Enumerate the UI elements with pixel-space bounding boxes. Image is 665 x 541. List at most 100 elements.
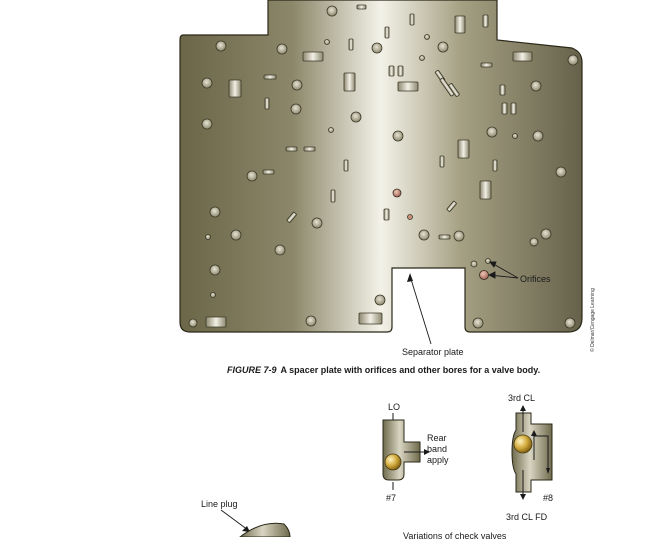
slot	[383, 208, 390, 221]
slot	[388, 65, 395, 77]
slot	[228, 79, 242, 98]
slot	[330, 189, 336, 203]
valve-8-label: #8	[543, 493, 554, 503]
bore	[532, 130, 544, 142]
separator-plate-leader	[407, 273, 432, 345]
bore	[209, 264, 221, 276]
plate-slots	[205, 4, 533, 328]
bore	[555, 166, 567, 178]
check-valve-lo	[382, 413, 430, 490]
slot	[446, 200, 457, 212]
slot	[492, 159, 498, 172]
slot	[397, 65, 404, 77]
bore	[564, 317, 576, 329]
slot	[409, 13, 415, 26]
bore	[567, 54, 579, 66]
valve-side-line: band	[427, 444, 448, 454]
slot	[397, 81, 419, 92]
slot	[499, 84, 506, 96]
slot	[303, 146, 316, 152]
bore-small	[324, 39, 330, 45]
bore	[472, 317, 484, 329]
bore	[276, 43, 288, 55]
valve-3rd-cl-fd-label: 3rd CL FD	[506, 512, 548, 522]
bore	[246, 170, 258, 182]
slot	[302, 51, 324, 62]
bore	[188, 318, 198, 328]
bore	[540, 228, 552, 240]
bore	[371, 42, 383, 54]
bore-small	[210, 292, 216, 298]
bore	[201, 118, 213, 130]
valve-7-label: #7	[386, 493, 397, 503]
orifices-label: Orifices	[520, 274, 551, 284]
bore-small	[328, 127, 334, 133]
slot	[512, 51, 533, 62]
bore-small	[485, 258, 491, 264]
bore	[274, 244, 286, 256]
bore	[486, 126, 498, 138]
slot	[482, 14, 489, 28]
figure-number: FIGURE 7-9	[227, 365, 277, 375]
bore	[311, 217, 323, 229]
slot	[501, 102, 508, 115]
bore	[215, 40, 227, 52]
slot	[205, 316, 227, 328]
bore	[530, 80, 542, 92]
plate-bores	[188, 5, 579, 329]
slot	[285, 146, 298, 152]
slot	[480, 62, 493, 68]
check-ball	[513, 434, 533, 454]
bore	[291, 79, 303, 91]
valve-rear-band-apply-label: Rear band apply	[427, 433, 449, 466]
valve-side-line: apply	[427, 455, 449, 465]
check-valve-section-title: Variations of check valves	[403, 531, 507, 541]
valve-lo-label: LO	[388, 402, 401, 412]
separator-plate-label: Separator plate	[402, 347, 464, 357]
check-ball	[384, 453, 402, 471]
slot	[358, 312, 383, 325]
slot	[454, 15, 466, 34]
slot	[448, 83, 460, 97]
bore-small	[407, 214, 413, 220]
bore-small	[470, 260, 478, 268]
orifice-leaders	[487, 261, 519, 279]
plate-angled-slots	[286, 69, 460, 223]
bore	[374, 294, 386, 306]
slot	[479, 180, 492, 200]
bore	[201, 77, 213, 89]
bore-small	[205, 234, 211, 240]
line-plug-label: Line plug	[201, 499, 238, 509]
slot	[286, 211, 297, 223]
valve-3rd-cl-label: 3rd CL	[508, 393, 536, 403]
bore	[418, 229, 430, 241]
slot	[343, 72, 356, 92]
slot	[439, 155, 445, 168]
bore-small	[419, 55, 425, 61]
bore-small	[424, 34, 430, 40]
check-valve-3rd-cl	[511, 405, 553, 500]
bore	[290, 103, 302, 115]
bore	[529, 237, 539, 247]
bore	[437, 41, 449, 53]
orifice	[392, 188, 402, 198]
bore	[209, 206, 221, 218]
copyright-credit: © Delmar/Cengage Learning	[590, 288, 596, 352]
figure-caption-text: A spacer plate with orifices and other b…	[280, 365, 541, 375]
slot	[263, 74, 277, 80]
bore	[230, 229, 242, 241]
line-plug	[220, 509, 291, 537]
slot	[356, 4, 367, 10]
slot	[438, 234, 451, 240]
orifice	[479, 270, 489, 280]
slot	[264, 97, 270, 110]
orifices	[392, 188, 489, 280]
bore	[350, 111, 362, 123]
bore	[392, 130, 404, 142]
valve-side-line: Rear	[427, 433, 447, 443]
slot	[510, 102, 517, 115]
slot	[384, 26, 390, 39]
bore	[326, 5, 338, 17]
